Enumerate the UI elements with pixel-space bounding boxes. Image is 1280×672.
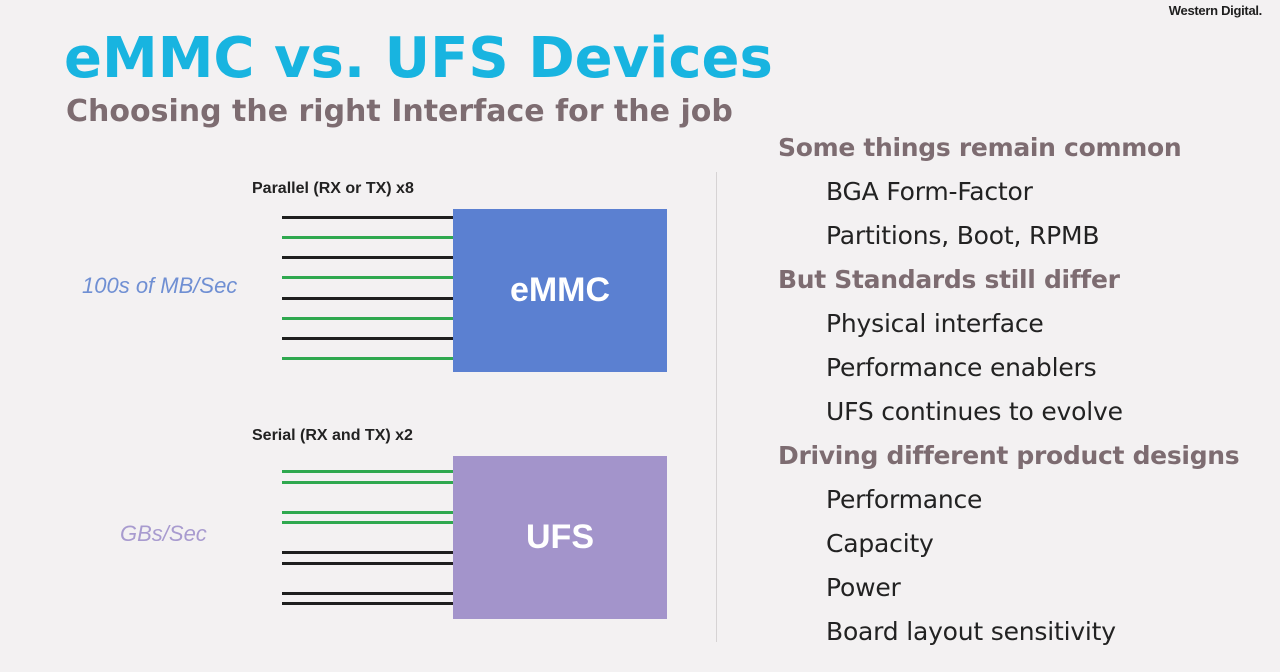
section-heading: Some things remain common	[778, 133, 1182, 162]
company-logo: Western Digital.	[1168, 3, 1263, 18]
bus-line	[282, 216, 453, 219]
section-item: Performance	[826, 485, 983, 514]
section-item: Board layout sensitivity	[826, 617, 1116, 646]
bus-line	[282, 276, 453, 279]
bus-line	[282, 337, 453, 340]
bus-line	[282, 357, 453, 360]
section-item: BGA Form-Factor	[826, 177, 1033, 206]
bus-line	[282, 521, 453, 524]
slide-subtitle: Choosing the right Interface for the job	[66, 94, 733, 129]
slide-title: eMMC vs. UFS Devices	[64, 26, 773, 91]
emmc-speed-label: 100s of MB/Sec	[82, 273, 238, 298]
ufs-bus-label: Serial (RX and TX) x2	[252, 427, 413, 444]
ufs-chip: UFS	[453, 456, 667, 619]
bus-line	[282, 256, 453, 259]
section-item: Capacity	[826, 529, 934, 558]
section-item: UFS continues to evolve	[826, 397, 1123, 426]
section-item: Power	[826, 573, 901, 602]
section-heading: Driving different product designs	[778, 441, 1240, 470]
emmc-bus-label: Parallel (RX or TX) x8	[252, 180, 414, 197]
bus-line	[282, 297, 453, 300]
section-heading: But Standards still differ	[778, 265, 1120, 294]
bus-line	[282, 592, 453, 595]
ufs-speed-label: GBs/Sec	[120, 521, 207, 546]
bus-line	[282, 481, 453, 484]
bus-line	[282, 317, 453, 320]
bus-line	[282, 470, 453, 473]
bus-line	[282, 511, 453, 514]
emmc-chip: eMMC	[453, 209, 667, 372]
section-item: Performance enablers	[826, 353, 1097, 382]
bus-line	[282, 551, 453, 554]
bus-line	[282, 562, 453, 565]
section-item: Partitions, Boot, RPMB	[826, 221, 1100, 250]
column-divider	[716, 172, 717, 642]
bus-line	[282, 236, 453, 239]
section-item: Physical interface	[826, 309, 1044, 338]
bus-line	[282, 602, 453, 605]
